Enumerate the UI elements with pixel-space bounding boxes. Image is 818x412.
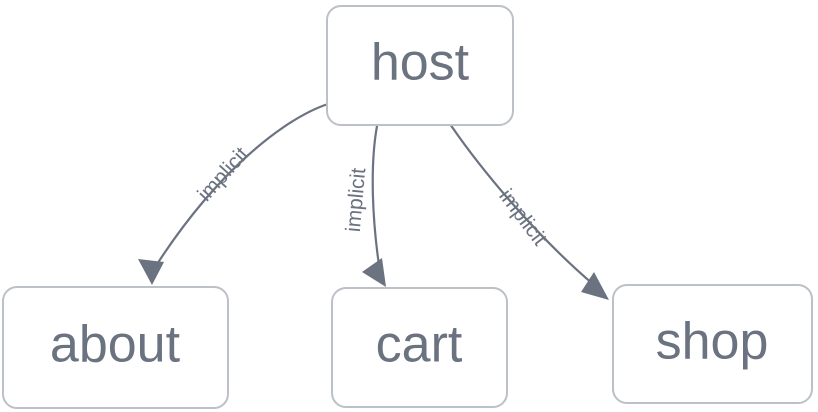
- edge-label-group-host-cart: implicit: [342, 167, 371, 233]
- node-shop-label: shop: [656, 313, 769, 371]
- node-cart-label: cart: [376, 316, 463, 374]
- arrowhead-cart: [362, 258, 386, 287]
- edges-layer: implicit implicit implicit: [138, 102, 609, 300]
- edge-path-host-cart: [371, 124, 382, 274]
- edge-label-group-host-shop: implicit: [494, 185, 551, 250]
- node-about[interactable]: about: [2, 286, 229, 409]
- node-shop[interactable]: shop: [612, 284, 813, 404]
- node-about-rect: [2, 286, 229, 409]
- node-shop-rect: [612, 284, 813, 404]
- edge-host-about[interactable]: implicit: [138, 102, 330, 285]
- nodes-layer: host about cart shop: [2, 5, 813, 409]
- edge-label-host-shop: implicit: [494, 185, 551, 250]
- edge-label-group-host-about: implicit: [193, 143, 253, 206]
- node-cart[interactable]: cart: [331, 287, 508, 408]
- edge-host-shop[interactable]: implicit: [448, 122, 609, 300]
- node-host[interactable]: host: [326, 5, 514, 126]
- node-cart-rect: [331, 287, 508, 408]
- edge-label-host-cart: implicit: [342, 167, 371, 233]
- arrowhead-shop: [581, 272, 609, 300]
- node-host-label: host: [371, 34, 470, 92]
- edge-path-host-shop: [448, 122, 596, 287]
- node-host-rect: [326, 5, 514, 126]
- arrowhead-about: [138, 259, 164, 285]
- edge-path-host-about: [150, 102, 330, 274]
- node-about-label: about: [50, 316, 181, 374]
- edge-host-cart[interactable]: implicit: [342, 124, 386, 287]
- edge-label-host-about: implicit: [193, 143, 253, 206]
